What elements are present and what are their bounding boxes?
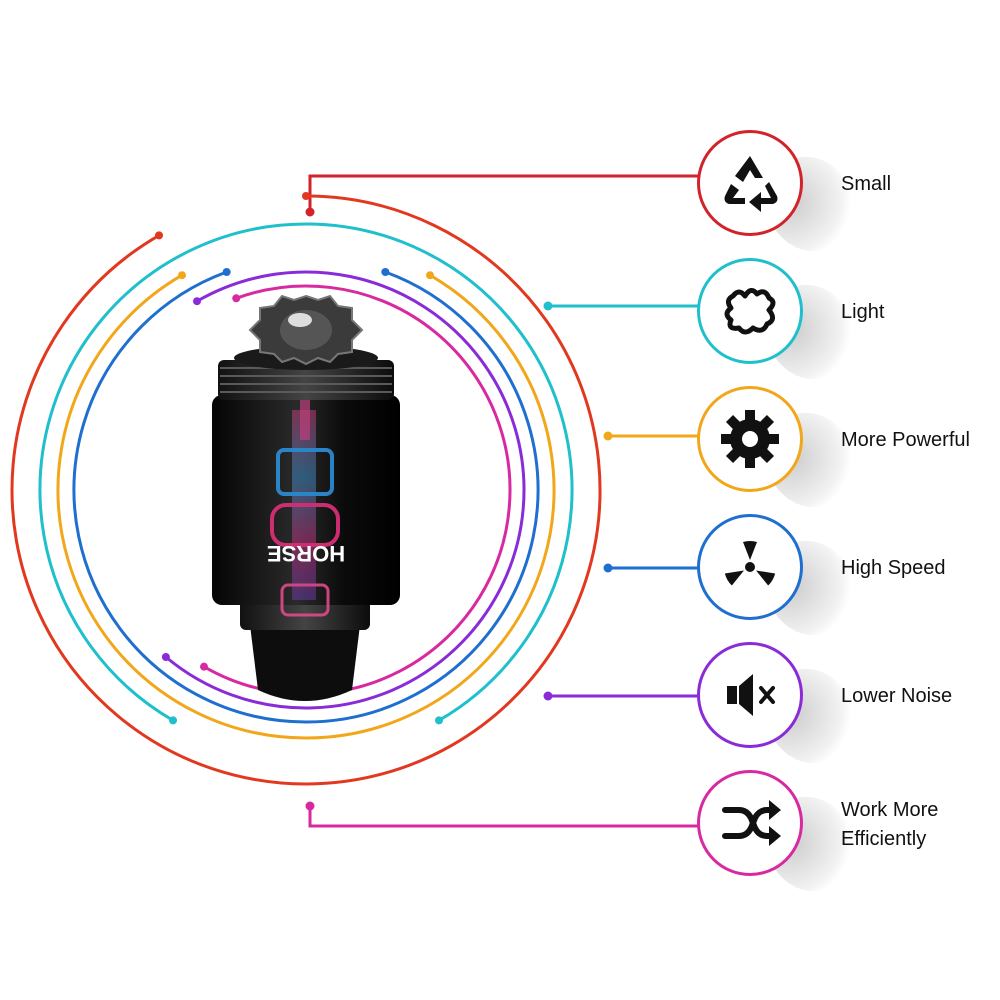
ring-end-dot	[178, 271, 186, 280]
ring-end-dot	[426, 271, 434, 280]
radiation-icon	[724, 541, 776, 586]
ring-end-dot	[193, 297, 201, 306]
feature-label: Lower Noise	[841, 682, 952, 711]
shuffle-icon	[722, 800, 781, 846]
mute-icon	[727, 674, 775, 716]
ring-arc	[10, 194, 602, 786]
ring-end-dot	[222, 267, 231, 276]
feature-label: More Powerful	[841, 426, 970, 455]
connector-dot	[603, 431, 613, 441]
motor-cartridge-image: HORSE	[212, 294, 400, 701]
color-ring-arcs	[10, 192, 602, 786]
ring-arc	[38, 222, 574, 722]
feature-label-line1: Work More	[841, 799, 939, 821]
recycle-icon	[724, 156, 778, 212]
feature-badge	[697, 130, 803, 236]
ring-arc	[56, 273, 556, 740]
feature-badge	[697, 514, 803, 620]
feature-label-line1: Light	[841, 301, 885, 323]
feature-label: Light	[841, 298, 884, 327]
ring-arc	[164, 270, 526, 710]
feature-badge	[697, 770, 803, 876]
connector-dot	[543, 691, 553, 701]
feature-radiation: High Speed	[697, 514, 997, 650]
feature-label-line1: High Speed	[841, 557, 946, 579]
ring-end-dot	[435, 716, 443, 725]
feature-label-line1: More Powerful	[841, 429, 970, 451]
gear-head	[248, 294, 364, 366]
feature-label-line1: Small	[841, 173, 892, 195]
feature-label-line1: Lower Noise	[841, 685, 953, 707]
ring-arc	[72, 270, 540, 724]
feature-badge	[697, 258, 803, 364]
motor-glow-illustration	[270, 400, 340, 617]
gear-icon	[721, 410, 779, 468]
connector-dot	[305, 801, 315, 811]
feature-splat: Light	[697, 258, 997, 394]
feature-mute: Lower Noise	[697, 642, 997, 778]
feature-badge	[697, 642, 803, 748]
feature-recycle: Small	[697, 130, 997, 266]
ring-end-dot	[381, 267, 390, 276]
ring-end-dot	[200, 662, 208, 671]
ring-end-dot	[155, 231, 163, 240]
ring-end-dot	[232, 294, 241, 303]
ring-end-dot	[169, 716, 177, 725]
ring-end-dot	[302, 192, 310, 200]
connector-dot	[543, 301, 553, 311]
feature-label-line2: Efficiently	[841, 828, 927, 850]
feature-badge	[697, 386, 803, 492]
connector-lines	[305, 174, 700, 828]
connector-dot	[305, 207, 315, 217]
connector-line	[308, 174, 700, 212]
brand-text: HORSE	[267, 541, 345, 566]
feature-label: High Speed	[841, 554, 946, 583]
feature-label: Small	[841, 170, 891, 199]
connector-line	[308, 806, 700, 828]
connector-dot	[603, 563, 613, 573]
feature-gear: More Powerful	[697, 386, 997, 522]
ring-end-dot	[161, 652, 170, 661]
splat-icon	[724, 288, 776, 335]
